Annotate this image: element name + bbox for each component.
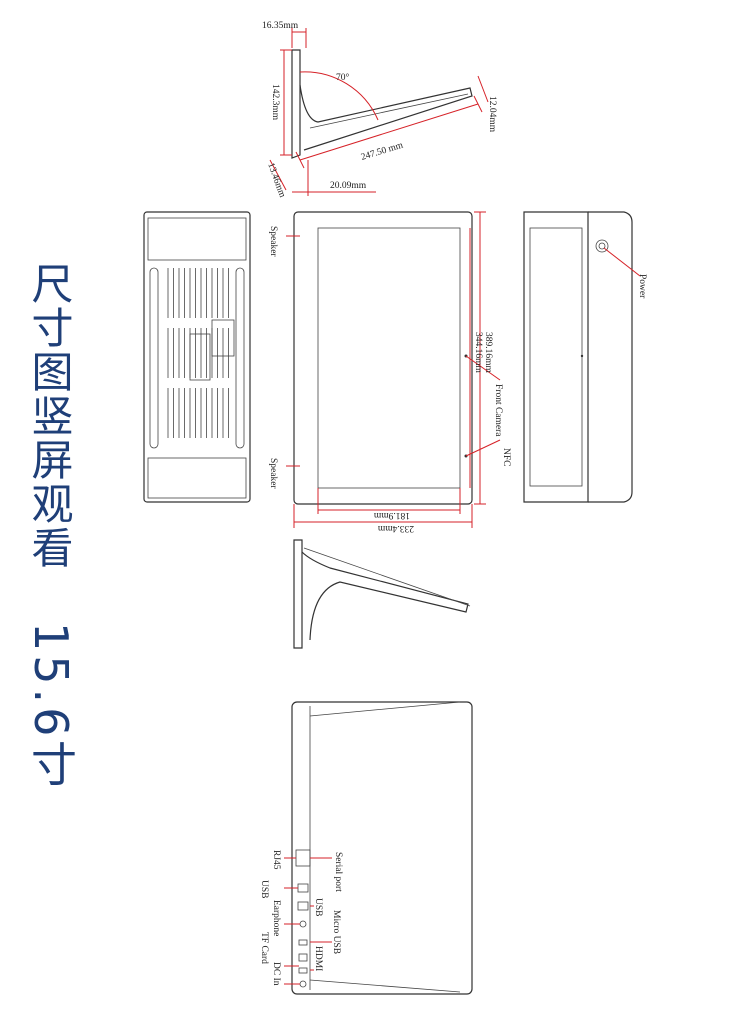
side-view-dimensioned <box>269 28 489 196</box>
label-power: Power <box>637 274 647 299</box>
dim-screen-width: 181.9mm <box>373 510 410 520</box>
port-view <box>284 701 473 995</box>
port-label-right: Serial port <box>333 852 343 892</box>
dim-outer-height: 389.16mm <box>483 332 493 374</box>
title-main: 尺寸图竖屏观看 <box>25 262 74 570</box>
dim-stand-length: 247.50 mm <box>360 140 405 162</box>
stand-side-view <box>293 539 471 649</box>
port-label-right: Micro USB <box>331 910 341 954</box>
dim-base-width: 20.09mm <box>330 181 367 191</box>
dim-width-top: 16.35mm <box>262 21 299 31</box>
front-view <box>286 211 501 528</box>
port-label-left: Earphone <box>271 900 281 936</box>
label-nfc: NFC <box>501 448 511 466</box>
port-label-right: HDMI <box>313 946 323 971</box>
title-block: 尺寸图竖屏观看 15.6寸 <box>24 262 88 791</box>
dim-screen-height: 344.16mm <box>473 332 483 374</box>
back-view <box>143 211 251 503</box>
title-size: 15.6寸 <box>24 622 78 791</box>
port-label-left: RJ45 <box>271 850 281 870</box>
port-label-left: USB <box>259 880 269 898</box>
dim-base-thickness: 13.46mm <box>265 162 287 200</box>
label-front-camera: Front Camera <box>493 384 503 437</box>
dim-outer-width: 233.4mm <box>377 523 414 533</box>
label-speaker-bottom: Speaker <box>268 458 278 489</box>
dim-foot: 12.04mm <box>487 96 497 133</box>
right-view <box>523 211 641 503</box>
label-speaker-top: Speaker <box>268 226 278 257</box>
port-label-right: USB <box>313 898 323 916</box>
port-label-left: TF Card <box>259 932 269 964</box>
port-label-left: DC In <box>271 962 281 986</box>
dim-angle: 70° <box>336 72 350 83</box>
dim-height: 142.3mm <box>270 84 280 121</box>
